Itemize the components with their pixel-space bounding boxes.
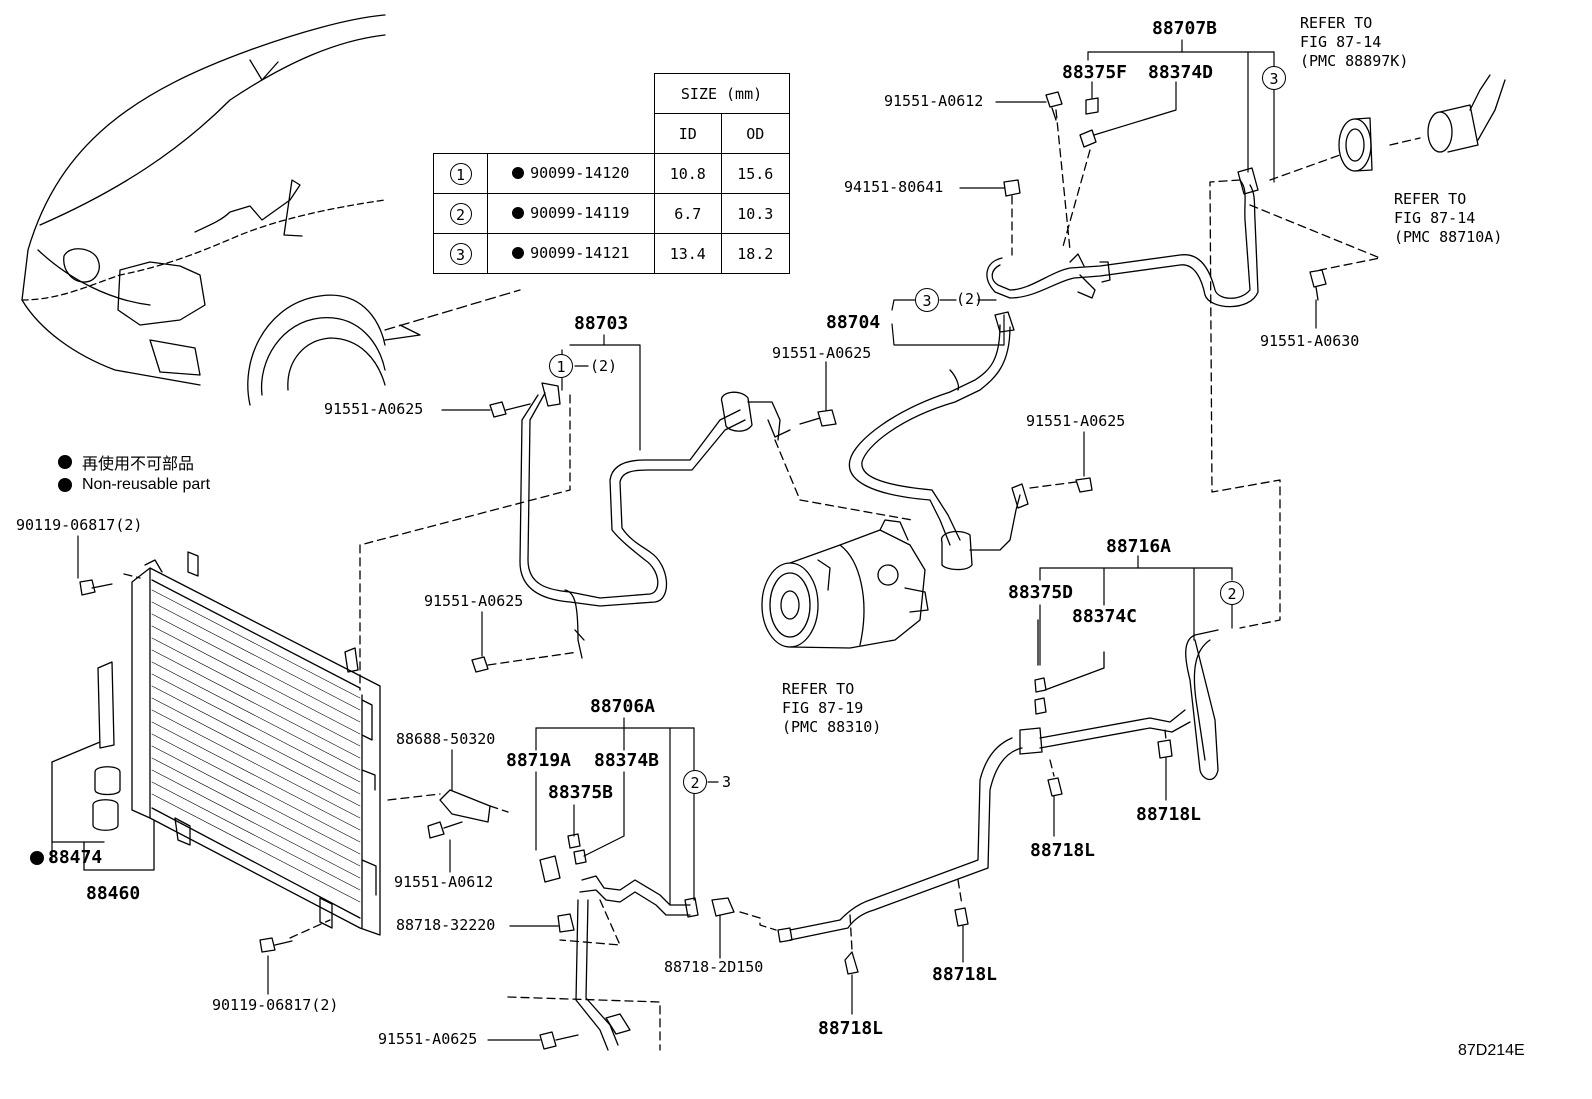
part-qty: 3 [722, 773, 732, 791]
part-label-91551-A0625: 91551-A0625 [324, 400, 424, 418]
part-label-88718L: 88718L [1136, 804, 1202, 825]
non-reusable-dot-icon [58, 478, 72, 492]
part-qty: (2) [956, 290, 984, 308]
oring-callout-2: 2 [683, 770, 707, 794]
part-label-91551-A0612: 91551-A0612 [394, 873, 494, 891]
part-label-91551-A0625: 91551-A0625 [424, 592, 524, 610]
legend-jp: 再使用不可部品 [58, 450, 194, 474]
oring-callout-3: 3 [1262, 66, 1286, 90]
part-label-88718-32220: 88718-32220 [396, 916, 496, 934]
refer-note-88897K: REFER TO FIG 87-14 (PMC 88897K) [1300, 14, 1409, 70]
part-label-88718L: 88718L [1030, 840, 1096, 861]
compressor [761, 519, 929, 649]
part-label-91551-A0625: 91551-A0625 [378, 1030, 478, 1048]
part-label-90119-06817: 90119-06817(2) [212, 996, 339, 1014]
condenser-88460 [131, 551, 381, 936]
oring-callout-1: 1 [549, 354, 573, 378]
legend-en-text: Non-reusable part [82, 476, 211, 493]
oring-part-number: 90099-14121 [530, 244, 630, 262]
part-label-88718L: 88718L [818, 1018, 884, 1039]
oring-od: 18.2 [721, 233, 790, 274]
non-reusable-dot-icon [58, 455, 72, 469]
refer-note-88710A: REFER TO FIG 87-14 (PMC 88710A) [1394, 190, 1503, 246]
ring-number: 3 [449, 242, 472, 265]
part-label-88375F: 88375F [1062, 62, 1128, 83]
oring-id: 10.8 [653, 153, 722, 194]
part-label-88716A: 88716A [1106, 536, 1172, 557]
part-label-91551-A0630: 91551-A0630 [1260, 332, 1360, 350]
part-label-91551-A0625: 91551-A0625 [1026, 412, 1126, 430]
size-table-row: 3 90099-14121 13.4 18.2 [433, 233, 790, 274]
oring-od: 15.6 [721, 153, 790, 194]
part-label-88374B: 88374B [594, 750, 660, 771]
part-label-88474: 88474 [30, 849, 102, 867]
pipe-88703 [359, 382, 913, 691]
pipe-88706A [507, 833, 735, 1051]
part-label-91551-A0625: 91551-A0625 [772, 344, 872, 362]
refer-note-88310: REFER TO FIG 87-19 (PMC 88310) [782, 680, 882, 736]
oring-callout-2: 2 [1220, 581, 1244, 605]
pipe-88704 [848, 311, 1093, 571]
part-qty: (2) [590, 357, 618, 375]
non-reusable-dot-icon [512, 207, 525, 219]
non-reusable-dot-icon [30, 851, 44, 865]
part-label-88707B: 88707B [1152, 18, 1218, 39]
pipe-88707B [986, 91, 1381, 629]
non-reusable-dot-icon [512, 167, 525, 179]
part-label-88704: 88704 [826, 312, 881, 333]
part-label-88374C: 88374C [1072, 606, 1138, 627]
part-label-91551-A0612: 91551-A0612 [884, 92, 984, 110]
part-label-88374D: 88374D [1148, 62, 1214, 83]
size-table-row: 2 90099-14119 6.7 10.3 [433, 193, 790, 234]
part-label-88460: 88460 [86, 883, 141, 904]
part-label-88375B: 88375B [548, 782, 614, 803]
part-label-88688-50320: 88688-50320 [396, 730, 496, 748]
size-table-header: SIZE (mm) [653, 73, 790, 114]
legend-en: Non-reusable part [58, 476, 210, 494]
pipe-88716A [739, 619, 1219, 975]
ring-number: 1 [449, 162, 472, 185]
size-table-col-id: ID [653, 113, 722, 154]
part-label-88719A: 88719A [506, 750, 572, 771]
non-reusable-dot-icon [512, 247, 525, 259]
bracket-88688-50320 [387, 789, 509, 839]
part-label-88718-2D150: 88718-2D150 [664, 958, 764, 976]
part-label-88706A: 88706A [590, 696, 656, 717]
part-label-94151-80641: 94151-80641 [844, 178, 944, 196]
part-label-88703: 88703 [574, 313, 629, 334]
ring-number: 2 [449, 202, 472, 225]
size-table: SIZE (mm) ID OD 1 90099-14120 10.8 15.6 … [433, 73, 790, 274]
vehicle-front-illustration [21, 14, 521, 406]
oring-id: 6.7 [653, 193, 722, 234]
figure-code: 87D214E [1458, 1042, 1525, 1059]
oring-od: 10.3 [721, 193, 790, 234]
oring-id: 13.4 [653, 233, 722, 274]
leader-lines [51, 39, 1317, 1041]
oring-part-number: 90099-14120 [530, 164, 630, 182]
oring-callout-3: 3 [915, 288, 939, 312]
size-table-row: 1 90099-14120 10.8 15.6 [433, 153, 790, 194]
legend-jp-text: 再使用不可部品 [82, 456, 195, 473]
part-label-90119-06817: 90119-06817(2) [16, 516, 143, 534]
part-label-88718L: 88718L [932, 964, 998, 985]
refer-parts-top-right [1338, 74, 1506, 172]
oring-part-number: 90099-14119 [530, 204, 630, 222]
size-table-col-od: OD [721, 113, 790, 154]
part-label-88375D: 88375D [1008, 582, 1074, 603]
